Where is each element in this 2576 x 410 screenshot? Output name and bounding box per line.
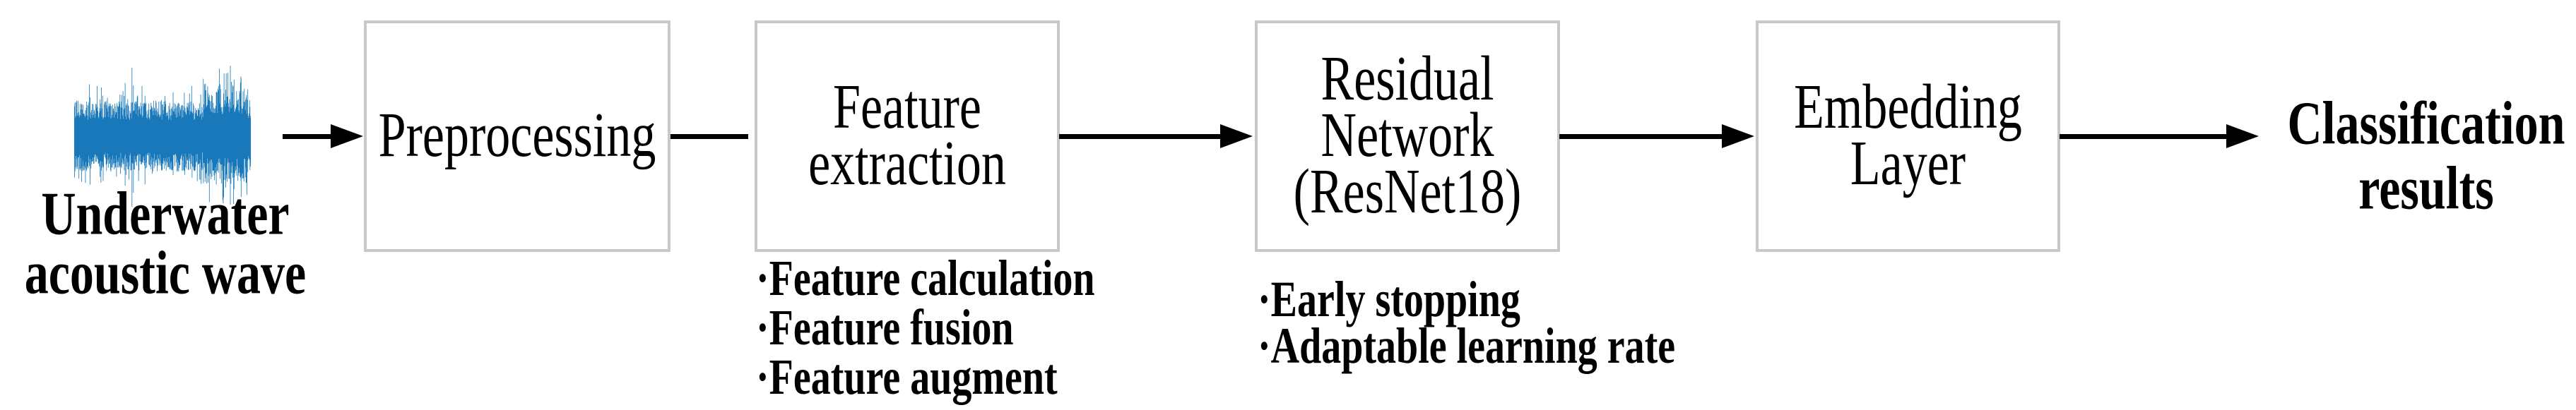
- connector-preprocessing-to-feature: [670, 124, 748, 148]
- note-early-stopping: ·Early stopping: [1258, 272, 1520, 328]
- box-preprocessing: Preprocessing: [364, 20, 670, 252]
- box-embedding-layer: Embedding Layer: [1756, 20, 2060, 252]
- input-label-line2: acoustic wave: [24, 238, 307, 307]
- input-label-line1: Underwater: [41, 179, 290, 248]
- connector-shaft: [670, 133, 748, 139]
- arrowhead-icon: [331, 124, 363, 148]
- note-feature-calculation: ·Feature calculation: [756, 251, 1095, 307]
- box-embedding-layer-label-line2: Layer: [1850, 129, 1966, 199]
- note-adaptable-learning-rate: ·Adaptable learning rate: [1258, 318, 1676, 375]
- box-feature-extraction-label-line2: extraction: [808, 129, 1006, 199]
- note-feature-augment: ·Feature augment: [756, 349, 1058, 406]
- residual-network-notes: ·Early stopping ·Adaptable learning rate: [1258, 272, 1675, 374]
- box-embedding-layer-label-line1: Embedding: [1794, 73, 2022, 143]
- note-feature-fusion: ·Feature fusion: [756, 300, 1014, 356]
- box-residual-network-label-line3: (ResNet18): [1293, 157, 1522, 227]
- arrow-shaft: [283, 133, 331, 139]
- output-label-line2: results: [2358, 153, 2494, 222]
- arrowhead-icon: [1220, 124, 1253, 148]
- arrowhead-icon: [2226, 124, 2259, 148]
- arrow-shaft: [2060, 133, 2226, 139]
- input-label: Underwater acoustic wave: [6, 179, 325, 306]
- feature-extraction-notes: ·Feature calculation ·Feature fusion ·Fe…: [756, 251, 1095, 405]
- output-label-line1: Classification: [2287, 88, 2565, 157]
- arrow-embedding-to-output: [2060, 124, 2259, 148]
- arrow-input-to-preprocessing: [283, 124, 363, 148]
- box-residual-network-label-line1: Residual: [1321, 44, 1494, 114]
- box-residual-network: Residual Network (ResNet18): [1255, 20, 1560, 252]
- arrow-feature-to-residual: [1059, 124, 1253, 148]
- box-feature-extraction-label-line1: Feature: [833, 73, 981, 143]
- waveform-icon: [74, 66, 251, 207]
- arrow-residual-to-embedding: [1559, 124, 1754, 148]
- arrowhead-icon: [1722, 124, 1754, 148]
- box-preprocessing-label: Preprocessing: [378, 101, 656, 171]
- output-label: Classification results: [2276, 88, 2576, 222]
- box-residual-network-label-line2: Network: [1321, 101, 1494, 171]
- waveform-path: [74, 66, 251, 207]
- box-feature-extraction: Feature extraction: [755, 20, 1060, 252]
- arrow-shaft: [1059, 133, 1220, 139]
- arrow-shaft: [1559, 133, 1722, 139]
